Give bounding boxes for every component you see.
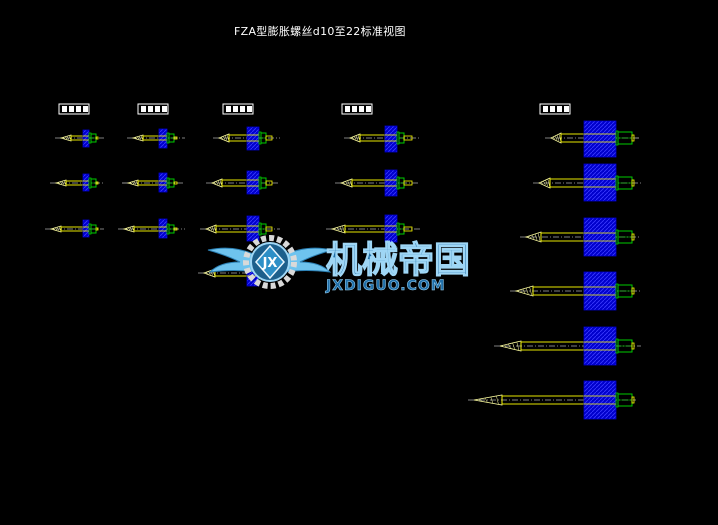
- expansion-bolt-view: [468, 380, 636, 420]
- expansion-bolt-view: [118, 218, 185, 239]
- expansion-bolt-view: [50, 173, 104, 192]
- column-header-d18: [341, 103, 373, 115]
- drawing-title: FZA型膨胀螺丝d10至22标准视图: [234, 25, 406, 38]
- column-header-d22: [539, 103, 571, 115]
- expansion-bolt-view: [45, 219, 104, 238]
- expansion-bolt-view: [200, 215, 280, 242]
- watermark-english-text: JXDIGUO.COM: [325, 278, 446, 294]
- expansion-bolt-view: [533, 163, 641, 202]
- column-header-d16: [222, 103, 254, 115]
- expansion-bolt-view: [122, 172, 185, 193]
- expansion-bolt-view: [127, 128, 185, 149]
- column-header-d10: [58, 103, 90, 115]
- expansion-bolt-view: [55, 129, 104, 148]
- expansion-bolt-view: [510, 271, 641, 311]
- expansion-bolt-view: [344, 125, 420, 153]
- expansion-bolt-view: [545, 120, 641, 158]
- expansion-bolt-view: [335, 169, 420, 197]
- expansion-bolt-view: [520, 217, 641, 257]
- watermark: JX 机械帝国 JXDIGUO.COM: [207, 235, 471, 294]
- expansion-bolt-view: [494, 326, 641, 366]
- watermark-gear-icon: [243, 235, 297, 289]
- expansion-bolt-view: [213, 126, 280, 151]
- column-header-d12: [137, 103, 169, 115]
- watermark-chinese-text: 机械帝国: [326, 240, 470, 281]
- expansion-bolt-view: [206, 170, 280, 195]
- watermark-emblem-letters: JX: [262, 256, 278, 271]
- expansion-bolt-view: [326, 214, 420, 243]
